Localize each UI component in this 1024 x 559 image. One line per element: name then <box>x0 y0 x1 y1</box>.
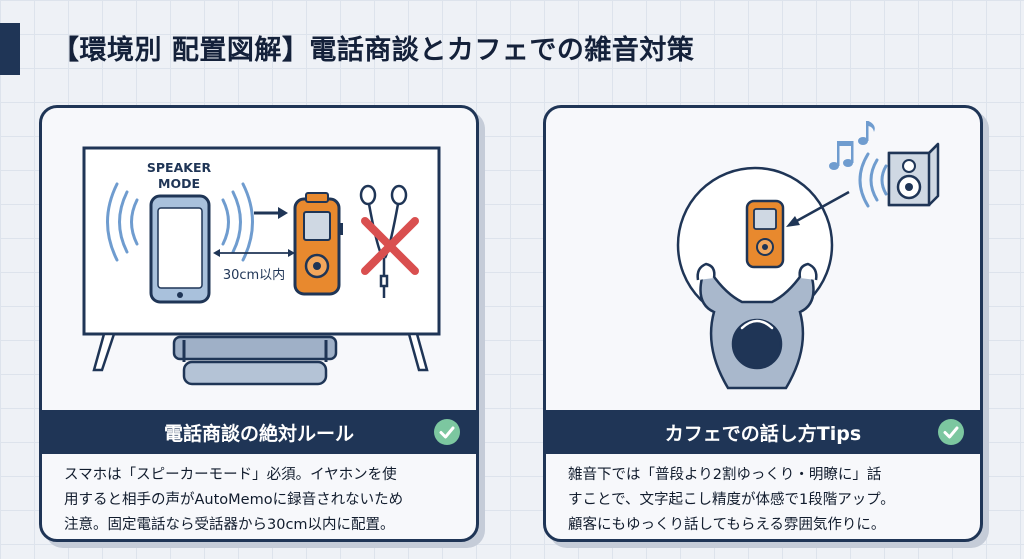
distance-label: 30cm以内 <box>223 267 285 283</box>
cafe-tips-title: カフェでの話し方Tips <box>664 422 862 445</box>
cafe-illustration <box>676 121 940 390</box>
distance-arrow-icon <box>213 249 295 257</box>
cafe-panel: カフェでの話し方Tips 雑音下では「普段より2割ゆっくり・明瞭に」話 すことで… <box>543 105 983 542</box>
desk-leg-right <box>407 332 429 372</box>
check-icon <box>938 419 964 445</box>
phone-call-illustration: SPEAKER MODE 30cm以内 <box>82 146 441 386</box>
phone-call-rule-band: 電話商談の絶対ルール <box>42 410 476 454</box>
music-note-icon <box>829 121 875 170</box>
earphones-icon <box>359 184 408 298</box>
sound-waves-icon <box>858 152 888 208</box>
sound-waves-left-icon <box>106 182 139 262</box>
speaker-mode-label-1: SPEAKER <box>147 160 212 175</box>
page-title: 【環境別 配置図解】電話商談とカフェでの雑音対策 <box>52 35 695 66</box>
body-line: 用すると相手の声がAutoMemoに録音されないため <box>64 492 404 508</box>
smartphone-icon <box>149 194 211 304</box>
arrow-to-recorder-icon <box>254 207 288 219</box>
speaker-icon <box>887 142 940 207</box>
cross-icon <box>361 217 419 275</box>
phone-call-rule-text: スマホは「スピーカーモード」必須。イヤホンを使 用すると相手の声がAutoMem… <box>64 463 462 538</box>
cafe-tips-text: 雑音下では「普段より2割ゆっくり・明瞭に」話 すことで、文字起こし精度が体感で1… <box>568 463 966 538</box>
phone-call-panel: SPEAKER MODE 30cm以内 <box>39 105 479 542</box>
voice-recorder-icon <box>745 199 785 269</box>
check-icon <box>434 419 460 445</box>
desk-leg-left <box>92 332 116 372</box>
title-accent-bar <box>0 23 20 75</box>
body-line: 雑音下では「普段より2割ゆっくり・明瞭に」話 <box>568 467 882 483</box>
voice-recorder-icon <box>293 192 343 296</box>
body-line: スマホは「スピーカーモード」必須。イヤホンを使 <box>64 467 397 483</box>
cafe-tips-band: カフェでの話し方Tips <box>546 410 980 454</box>
chair-icon <box>172 335 338 386</box>
body-line: 顧客にもゆっくり話してもらえる雰囲気作りに。 <box>568 517 886 533</box>
person-top-view-icon <box>696 262 818 390</box>
body-line: 注意。固定電話なら受話器から30cm以内に配置。 <box>64 517 395 533</box>
speaker-mode-label-2: MODE <box>158 176 200 191</box>
body-line: すことで、文字起こし精度が体感で1段階アップ。 <box>568 492 895 508</box>
arrow-from-speaker-icon <box>786 190 850 227</box>
phone-call-rule-title: 電話商談の絶対ルール <box>163 422 354 445</box>
